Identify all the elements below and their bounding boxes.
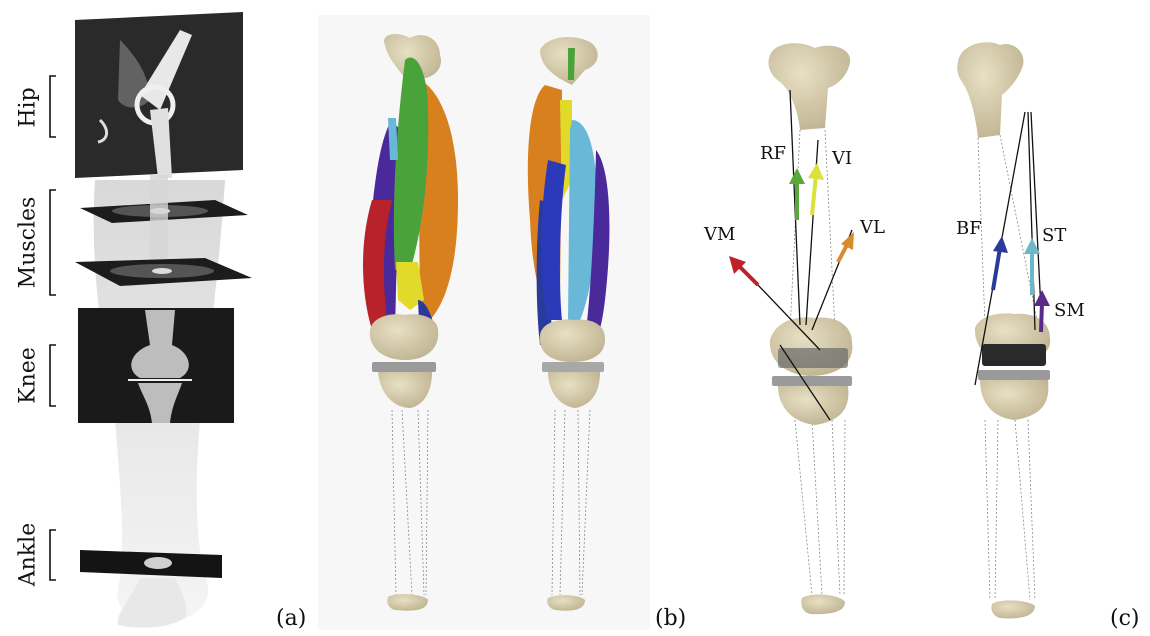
st-label: ST [1042,225,1066,246]
rf-label: RF [760,143,786,164]
vi-label: VI [832,148,852,169]
vl-label: VL [860,217,885,238]
vm-arrow [729,256,758,285]
vi-arrow [808,163,824,215]
muscle-femur-shaft [150,175,168,265]
panel-b-letter: (b) [655,606,686,631]
knee-bracket [50,345,56,406]
panel-c-letter: (c) [1110,606,1140,631]
bf-arrow [993,236,1008,290]
bf-label: BF [956,218,982,239]
ankle-label: Ankle [16,495,41,615]
hip-label: Hip [16,48,41,168]
muscles-bracket [50,190,56,295]
knee-label: Knee [16,316,41,436]
sm-label: SM [1054,300,1085,321]
back-skeleton-schematic [957,42,1050,618]
ankle-ct-slice [80,550,222,578]
hip-ct-slice [75,12,243,178]
panel-a-letter: (a) [276,606,306,631]
knee-ct-slice [78,308,234,423]
rf-arrow [789,168,805,220]
muscles-label: Muscles [16,183,41,303]
ankle-bracket [50,530,56,580]
hip-bracket [50,76,56,137]
vm-label: VM [704,224,735,245]
front-skeleton-schematic [768,43,852,614]
vl-arrow [838,232,854,262]
